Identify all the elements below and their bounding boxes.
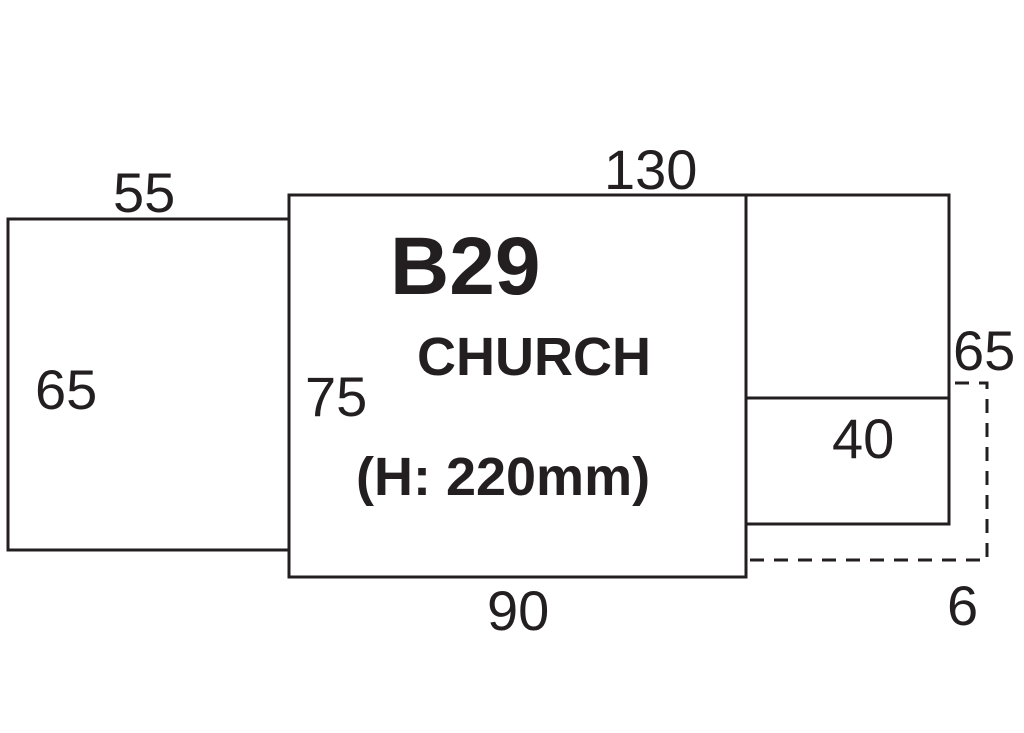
dimension-right-inner: 40 <box>832 407 894 470</box>
dimension-center-top: 130 <box>604 138 697 201</box>
dimension-center-bottom: 90 <box>487 579 549 642</box>
building-height-note: (H: 220mm) <box>356 447 650 507</box>
dimension-left-side: 65 <box>35 358 97 421</box>
dimension-left-top: 55 <box>113 161 175 224</box>
building-name-label: CHURCH <box>417 327 651 387</box>
right-upper-room <box>744 193 951 400</box>
dimension-center-side: 75 <box>305 365 367 428</box>
dimension-right-side: 65 <box>953 319 1015 382</box>
building-code-title: B29 <box>390 221 540 312</box>
dimension-right-bottom: 6 <box>947 574 978 637</box>
dashed-extension-outline <box>746 381 989 562</box>
right-lower-room <box>744 396 951 526</box>
